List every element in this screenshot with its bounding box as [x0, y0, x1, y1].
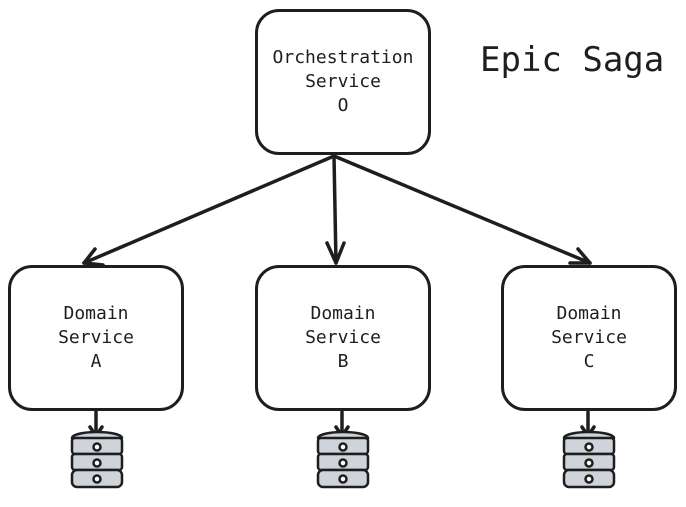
database-icon-c: [562, 430, 616, 489]
database-icon-a: [70, 430, 124, 489]
orchestration-service-line3: O: [337, 95, 349, 116]
domain-service-c-line3: C: [583, 351, 595, 372]
arrow-o-to-b: [325, 154, 346, 265]
database-icon-b: [316, 430, 370, 489]
arrow-o-to-a: [82, 154, 336, 267]
domain-service-a-box: Domain Service A: [8, 265, 184, 411]
diagram-title: Epic Saga: [480, 40, 665, 80]
orchestration-service-box: Orchestration Service O: [255, 9, 431, 155]
domain-service-a-line2: Service: [58, 327, 134, 348]
domain-service-c-line1: Domain: [556, 303, 622, 324]
orchestration-service-line1: Orchestration: [272, 47, 414, 68]
domain-service-b-line1: Domain: [310, 303, 376, 324]
arrow-o-to-c: [332, 154, 592, 265]
domain-service-c-box: Domain Service C: [501, 265, 677, 411]
domain-service-c-line2: Service: [551, 327, 627, 348]
domain-service-b-box: Domain Service B: [255, 265, 431, 411]
domain-service-a-line3: A: [90, 351, 102, 372]
orchestration-service-line2: Service: [305, 71, 381, 92]
domain-service-a-line1: Domain: [63, 303, 129, 324]
domain-service-b-line2: Service: [305, 327, 381, 348]
domain-service-b-line3: B: [337, 351, 349, 372]
